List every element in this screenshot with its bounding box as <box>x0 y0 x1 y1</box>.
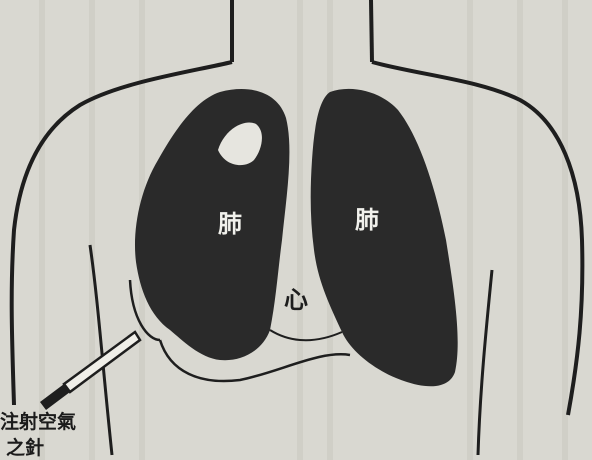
left-lung-label: 肺 <box>218 209 242 238</box>
background-texture <box>42 0 565 460</box>
neck-right-line <box>371 0 372 62</box>
needle-caption-line1: 注射空氣 <box>0 410 76 433</box>
arm-line-right <box>478 270 492 455</box>
right-lung-label: 肺 <box>355 205 379 234</box>
needle-caption-line2: 之針 <box>6 436 44 459</box>
left-lung <box>135 89 289 360</box>
heart-label: 心 <box>284 285 308 314</box>
